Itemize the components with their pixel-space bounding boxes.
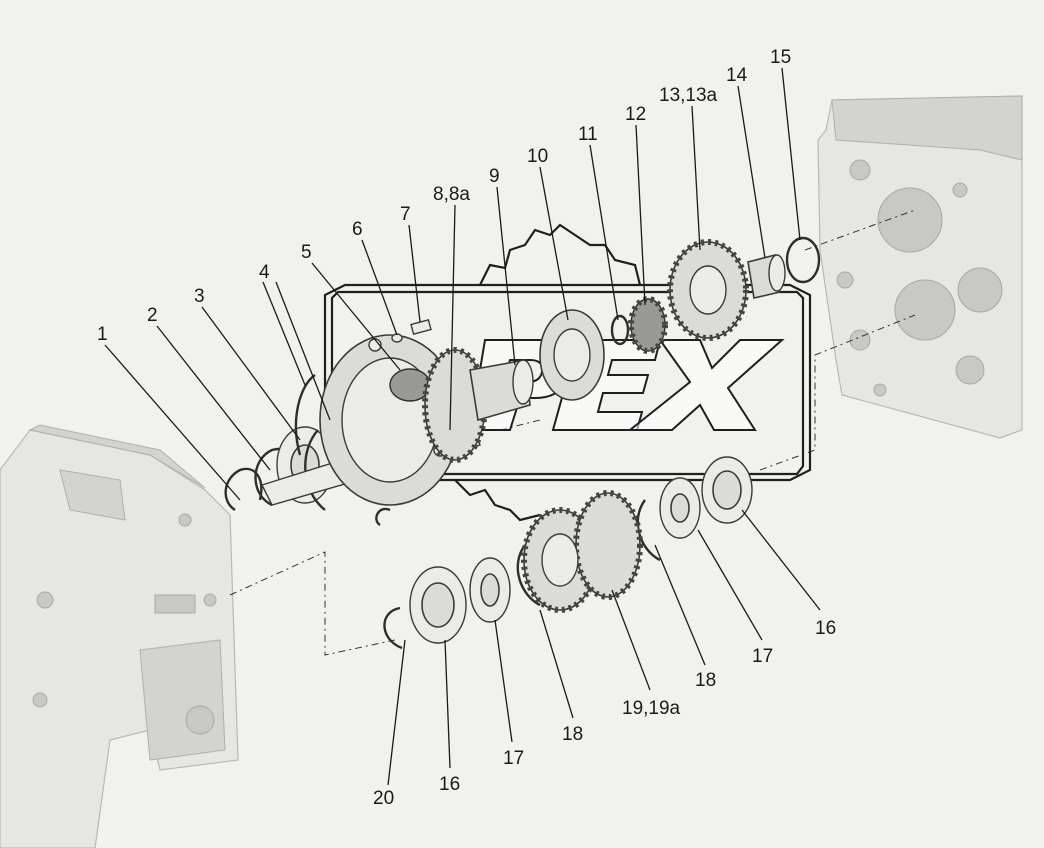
part-11-ring bbox=[610, 314, 630, 346]
label-18-lower: 18 bbox=[562, 724, 583, 745]
label-19: 19,19a bbox=[622, 698, 681, 719]
part-labels: 1 2 3 4 5 6 7 8,8a 9 10 11 12 13,13a 14 … bbox=[97, 47, 836, 809]
part-10-clutch-hub bbox=[539, 309, 605, 401]
part-17-washer-lower bbox=[469, 557, 511, 623]
label-16-lower: 16 bbox=[439, 774, 460, 795]
label-4: 4 bbox=[259, 262, 270, 283]
part-1-snap-ring bbox=[224, 467, 263, 511]
part-17-washer-upper bbox=[659, 477, 701, 539]
label-9: 9 bbox=[489, 166, 500, 187]
label-11: 11 bbox=[578, 124, 598, 145]
label-5: 5 bbox=[301, 242, 312, 263]
part-4-seals bbox=[294, 374, 326, 511]
label-18-upper: 18 bbox=[695, 670, 716, 691]
part-16-bearing-upper bbox=[701, 456, 753, 524]
part-14-bushing bbox=[747, 253, 786, 299]
label-16-upper: 16 bbox=[815, 618, 836, 639]
part-6-pin bbox=[391, 333, 403, 343]
part-7-bolt bbox=[410, 318, 432, 336]
part-20-snap-ring bbox=[383, 606, 403, 650]
part-18-snap-ring-lower bbox=[516, 544, 541, 607]
label-15: 15 bbox=[770, 47, 791, 68]
label-13: 13,13a bbox=[659, 85, 718, 106]
label-3: 3 bbox=[194, 286, 205, 307]
label-17-lower: 17 bbox=[503, 748, 524, 769]
part-13-gear bbox=[667, 239, 749, 341]
alignment-axes bbox=[229, 209, 916, 656]
part-5-carrier-housing bbox=[319, 334, 461, 527]
label-20: 20 bbox=[373, 788, 394, 809]
label-10: 10 bbox=[527, 146, 548, 167]
label-12: 12 bbox=[625, 104, 646, 125]
part-19-gear-assembly bbox=[521, 490, 643, 613]
label-17-upper: 17 bbox=[752, 646, 773, 667]
label-7: 7 bbox=[400, 204, 411, 225]
label-14: 14 bbox=[726, 65, 748, 86]
label-6: 6 bbox=[352, 219, 363, 240]
label-2: 2 bbox=[147, 305, 158, 326]
left-housing bbox=[0, 424, 239, 848]
label-1: 1 bbox=[97, 324, 108, 345]
part-12-needle-bearing bbox=[628, 296, 668, 354]
right-housing bbox=[817, 95, 1023, 439]
part-16-bearing-lower bbox=[409, 566, 467, 644]
label-8: 8,8a bbox=[433, 184, 470, 205]
part-15-washer bbox=[785, 236, 821, 284]
leader-lines bbox=[104, 67, 821, 786]
part-9-spline-shaft bbox=[469, 359, 534, 422]
